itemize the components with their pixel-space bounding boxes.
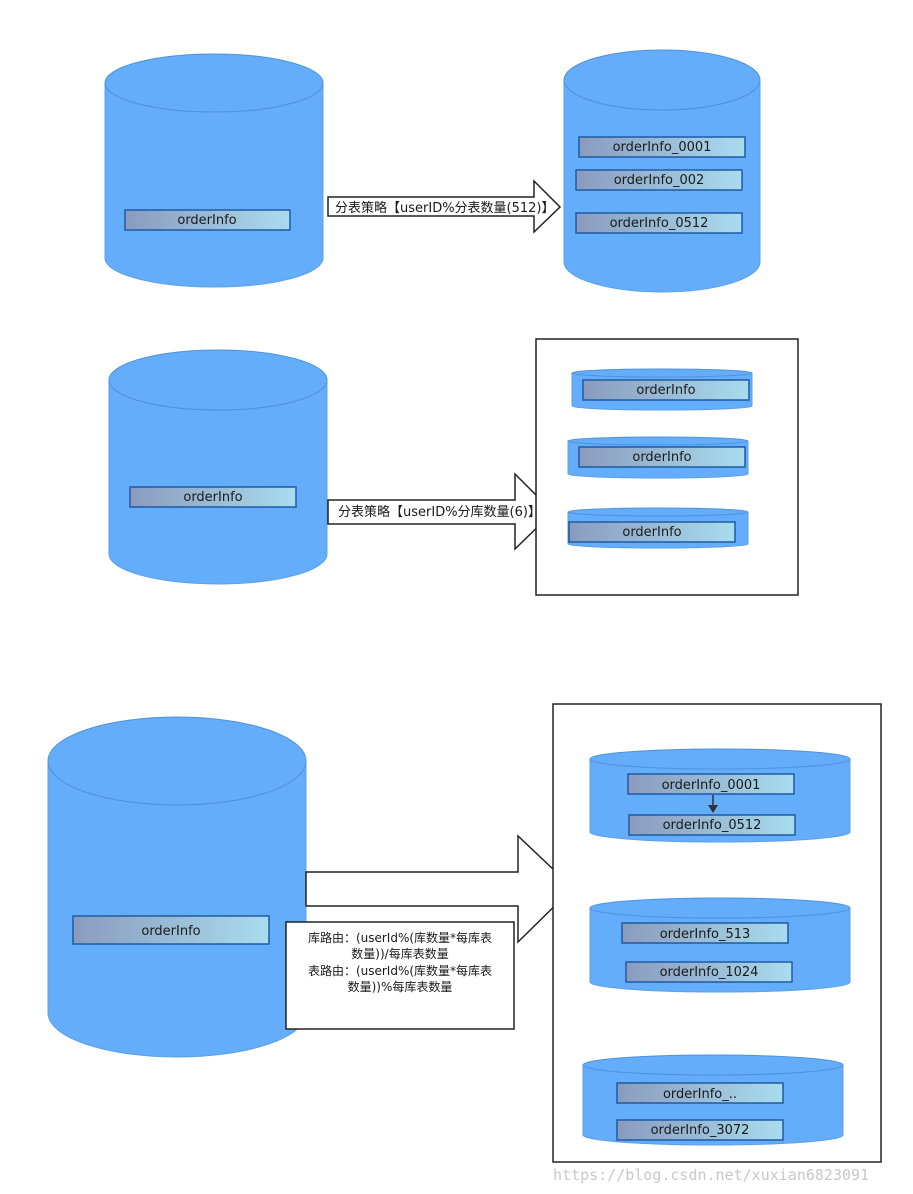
down-arrow-icon xyxy=(708,805,718,813)
table-label: orderInfo xyxy=(622,525,681,540)
target-table-label: orderInfo_0001 xyxy=(613,140,712,155)
section2: orderInfo 分表策略【userID%分库数量(6)】 orderInfo… xyxy=(108,338,799,596)
source-table-box: orderInfo xyxy=(124,209,291,231)
small-database-cylinder: orderInfo xyxy=(571,368,753,411)
database-cylinder-1: orderInfo_0001 orderInfo_0512 xyxy=(589,748,851,843)
source-table-label: orderInfo xyxy=(183,490,242,505)
database-cylinder-2: orderInfo_513 orderInfo_1024 xyxy=(589,897,851,993)
table-label: orderInfo_1024 xyxy=(660,965,759,980)
table-label: orderInfo_3072 xyxy=(651,1123,750,1138)
note-line: 数量))%每库表数量 xyxy=(348,979,453,994)
sharding-arrow: 分表策略【userID%分表数量(512)】 xyxy=(327,179,562,234)
table-label: orderInfo_.. xyxy=(663,1087,737,1102)
routing-note: 库路由：(userId%(库数量*每库表 数量))/每库表数量 表路由：(use… xyxy=(285,921,515,1030)
source-database-cylinder xyxy=(47,716,307,1058)
arrow-label: 分表策略【userID%分表数量(512)】 xyxy=(335,200,555,216)
note-line: 数量))/每库表数量 xyxy=(351,946,448,961)
source-table-box: orderInfo xyxy=(72,915,270,945)
section1: orderInfo 分表策略【userID%分表数量(512)】 orderIn… xyxy=(104,49,761,293)
table-label: orderInfo_513 xyxy=(660,927,751,942)
table-label: orderInfo_0001 xyxy=(662,778,761,793)
section3: orderInfo 库路由：(userId%(库数量*每库表 数量))/每库表数… xyxy=(47,703,882,1163)
small-database-cylinder: orderInfo xyxy=(567,436,749,479)
source-table-label: orderInfo xyxy=(177,213,236,228)
sharding-arrow xyxy=(305,834,575,944)
source-database-cylinder xyxy=(104,53,324,288)
table-label: orderInfo xyxy=(632,450,691,465)
source-table-label: orderInfo xyxy=(141,924,200,939)
target-table-box: orderInfo_0001 xyxy=(578,136,746,158)
source-table-box: orderInfo xyxy=(129,486,297,508)
target-table-box: orderInfo_002 xyxy=(575,169,743,191)
table-label: orderInfo_0512 xyxy=(663,818,762,833)
target-table-box: orderInfo_0512 xyxy=(575,212,743,234)
source-database-cylinder xyxy=(108,349,328,585)
note-line: 库路由：(userId%(库数量*每库表 xyxy=(308,930,492,945)
small-database-cylinder: orderInfo xyxy=(567,507,749,549)
database-cylinder-3: orderInfo_.. orderInfo_3072 xyxy=(582,1054,844,1146)
watermark: https://blog.csdn.net/xuxian6823091 xyxy=(553,1166,869,1184)
arrow-label: 分表策略【userID%分库数量(6)】 xyxy=(338,504,541,520)
table-label: orderInfo xyxy=(636,383,695,398)
sharding-arrow: 分表策略【userID%分库数量(6)】 xyxy=(327,472,555,551)
target-table-label: orderInfo_0512 xyxy=(610,216,709,231)
target-table-label: orderInfo_002 xyxy=(614,173,705,188)
note-line: 表路由：(userId%(库数量*每库表 xyxy=(308,963,492,978)
